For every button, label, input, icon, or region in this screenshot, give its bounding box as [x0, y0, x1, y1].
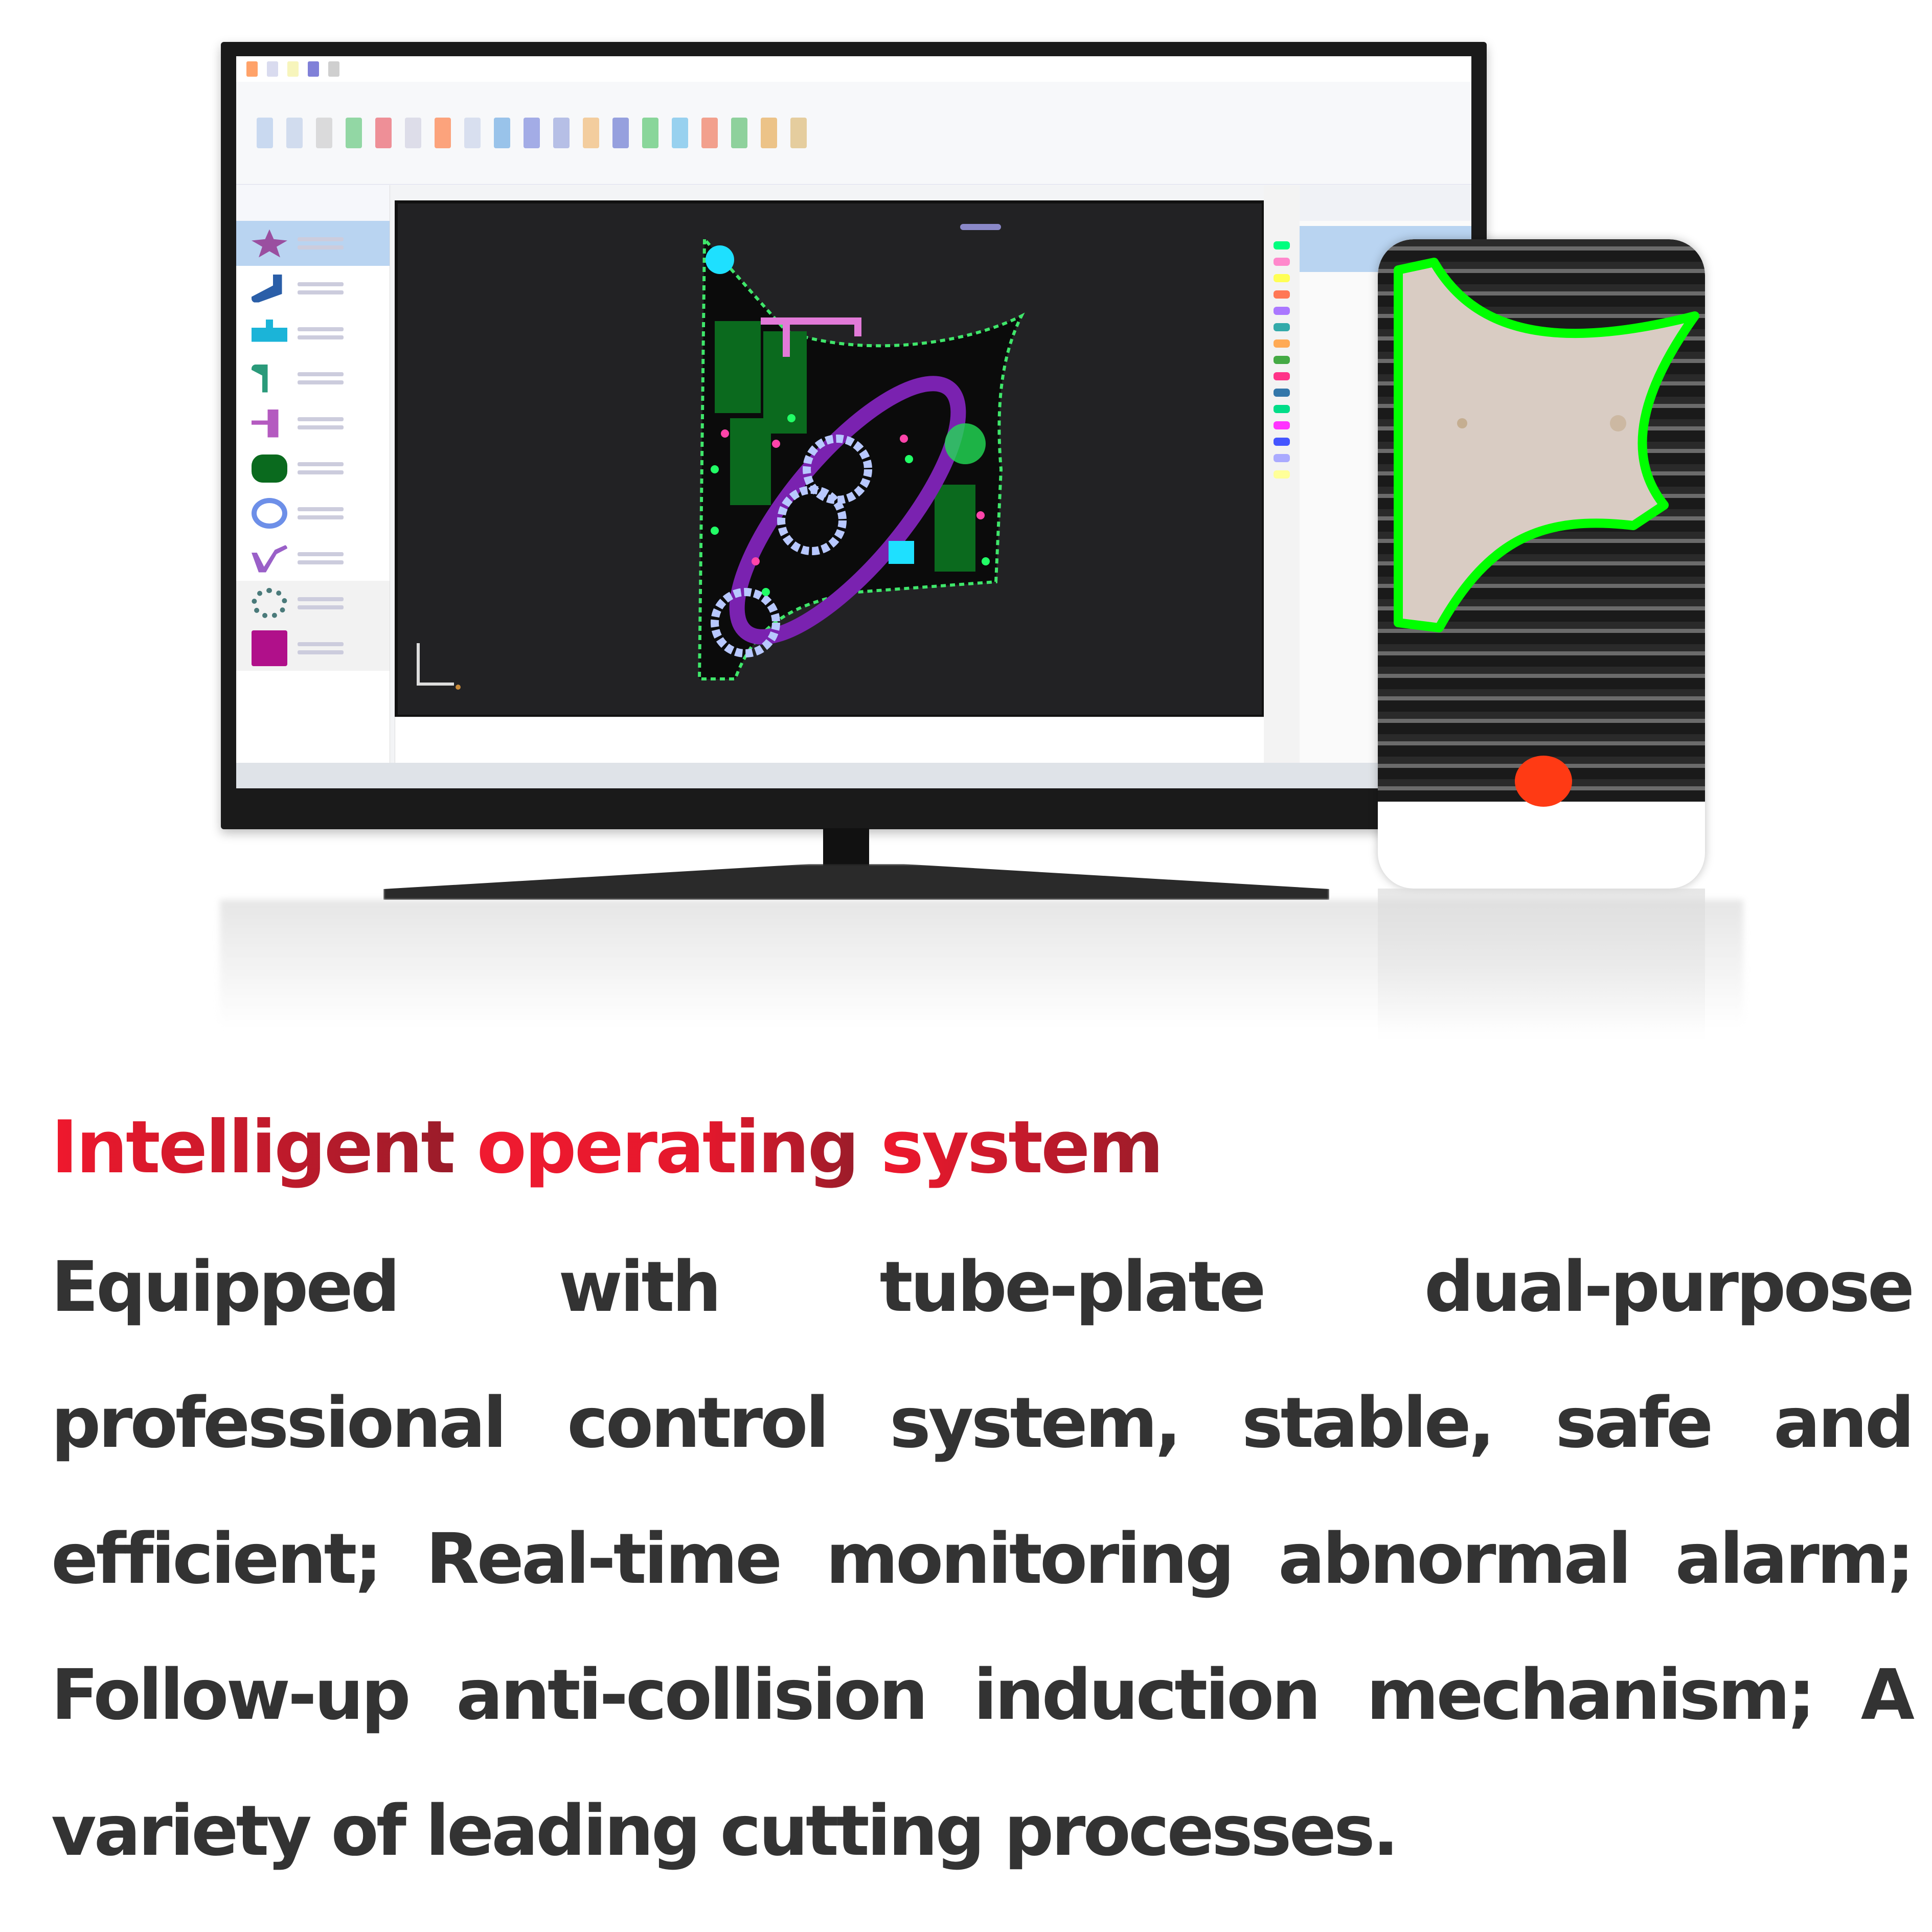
- record-button[interactable]: [1515, 756, 1572, 807]
- magenta-square-part-icon: [252, 630, 287, 666]
- part-item[interactable]: [236, 266, 390, 311]
- part-item[interactable]: [236, 626, 390, 671]
- bracket-part-icon: [252, 274, 282, 303]
- ribbon-button[interactable]: [672, 118, 688, 148]
- ribbon-toolbar: [236, 82, 1471, 185]
- part-item[interactable]: [236, 536, 390, 581]
- cad-software-window: [236, 56, 1471, 788]
- phone-reflection: [1378, 889, 1705, 1042]
- part-item[interactable]: [236, 446, 390, 491]
- part-item[interactable]: [236, 356, 390, 401]
- ribbon-button[interactable]: [316, 118, 332, 148]
- layer-swatch[interactable]: [1274, 274, 1290, 282]
- ribbon-button[interactable]: [583, 118, 599, 148]
- part-item[interactable]: [236, 401, 390, 446]
- layer-swatch[interactable]: [1274, 307, 1290, 315]
- feature-description: Equipped with tube-plate dual-purpose pr…: [51, 1247, 1915, 1872]
- part-item[interactable]: [236, 491, 390, 536]
- ribbon-button[interactable]: [761, 118, 777, 148]
- status-bar: [236, 763, 1471, 788]
- title-word: system: [880, 1105, 1164, 1190]
- ribbon-button[interactable]: [405, 118, 421, 148]
- layer-swatch[interactable]: [1274, 454, 1290, 462]
- app-logo-icon: [246, 61, 258, 77]
- ribbon-button[interactable]: [790, 118, 807, 148]
- ribbon-button[interactable]: [701, 118, 718, 148]
- nesting-layout-drawing: [417, 224, 1025, 690]
- parts-list-panel: [236, 185, 390, 763]
- wave-part-icon: [252, 544, 287, 573]
- save-icon[interactable]: [308, 61, 319, 77]
- properties-header: [1300, 185, 1471, 221]
- parts-panel-header: [236, 185, 390, 221]
- ribbon-button[interactable]: [731, 118, 747, 148]
- layer-swatch[interactable]: [1274, 258, 1290, 266]
- product-illustration: [220, 42, 1743, 1042]
- layer-swatch[interactable]: [1274, 470, 1290, 479]
- layer-swatch[interactable]: [1274, 339, 1290, 348]
- drawing-canvas[interactable]: [395, 200, 1265, 718]
- plate-contour-capture: [1394, 258, 1699, 632]
- ribbon-button[interactable]: [257, 118, 273, 148]
- ribbon-button[interactable]: [346, 118, 362, 148]
- title-word: operating: [476, 1105, 860, 1190]
- star-part-icon: [252, 229, 287, 258]
- feature-section: Intelligent operating system Equipped wi…: [51, 1104, 1915, 1899]
- title-word: Intelligent: [51, 1105, 456, 1190]
- cross-part-icon: [252, 319, 287, 342]
- quick-access-icon[interactable]: [267, 61, 278, 77]
- undo-icon[interactable]: [328, 61, 339, 77]
- feature-title: Intelligent operating system: [51, 1104, 1912, 1191]
- layer-swatch[interactable]: [1274, 405, 1290, 413]
- ribbon-button[interactable]: [642, 118, 658, 148]
- layer-color-bar: [1264, 185, 1300, 763]
- monitor-stand-base: [383, 864, 1329, 900]
- ribbon-button[interactable]: [375, 118, 392, 148]
- layer-swatch[interactable]: [1274, 438, 1290, 446]
- ribbon-button[interactable]: [286, 118, 303, 148]
- fork-part-icon: [252, 364, 268, 393]
- layer-swatch[interactable]: [1274, 356, 1290, 364]
- ribbon-button[interactable]: [464, 118, 481, 148]
- part-item[interactable]: [236, 311, 390, 356]
- workspace: [236, 185, 1471, 788]
- part-item[interactable]: [236, 221, 390, 266]
- green-rounded-rect-part-icon: [252, 454, 287, 483]
- layer-swatch[interactable]: [1274, 389, 1290, 397]
- ribbon-button[interactable]: [524, 118, 540, 148]
- ribbon-button[interactable]: [494, 118, 510, 148]
- canvas-hint-badge: [960, 224, 1001, 230]
- layer-swatch[interactable]: [1274, 290, 1290, 299]
- title-bar: [236, 56, 1471, 82]
- part-item[interactable]: [236, 581, 390, 626]
- smartphone: [1378, 239, 1705, 889]
- layer-swatch[interactable]: [1274, 323, 1290, 331]
- ring-part-icon: [252, 498, 287, 529]
- gear-part-icon: [252, 588, 287, 619]
- layer-swatch[interactable]: [1274, 372, 1290, 380]
- camera-view: [1378, 239, 1705, 802]
- layer-swatch[interactable]: [1274, 241, 1290, 249]
- quick-access-icon[interactable]: [287, 61, 299, 77]
- ribbon-button[interactable]: [612, 118, 629, 148]
- ribbon-button[interactable]: [435, 118, 451, 148]
- ribbon-button[interactable]: [553, 118, 570, 148]
- tee-part-icon: [252, 409, 279, 438]
- monitor: [221, 42, 1487, 829]
- layer-swatch[interactable]: [1274, 421, 1290, 429]
